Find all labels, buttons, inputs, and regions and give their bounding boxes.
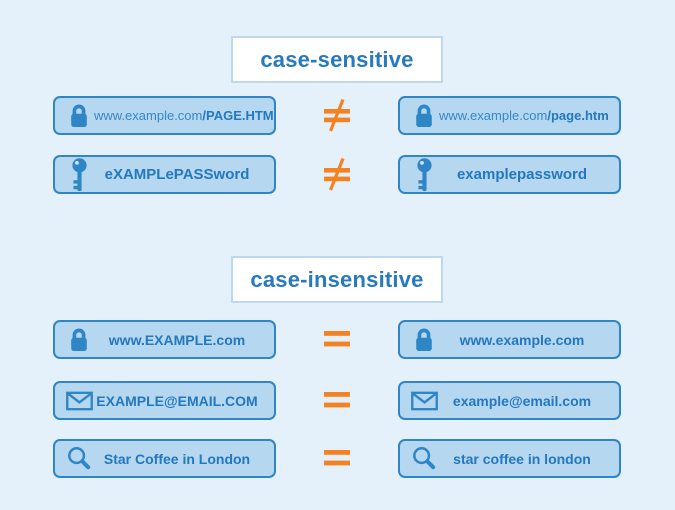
- lock-icon: [64, 102, 94, 130]
- email-lowercase-text: example@email.com: [452, 392, 592, 409]
- url-uppercase-box: www.example.com/PAGE.HTM: [53, 96, 276, 135]
- search-icon: [64, 446, 94, 471]
- password-lowercase-text: examplepassword: [456, 166, 588, 183]
- password-mixed-case-box: eXAMPLePASSword: [53, 155, 276, 194]
- domain-lowercase-box: www.example.com: [398, 320, 621, 359]
- case-sensitive-title-label: case-sensitive: [260, 46, 414, 72]
- key-icon: [64, 157, 94, 192]
- not-equal-sign: [323, 98, 351, 132]
- case-sensitive-title: case-sensitive: [231, 36, 443, 83]
- search-icon: [409, 446, 439, 471]
- domain-lowercase-text: www.example.com: [459, 331, 585, 348]
- key-icon: [409, 157, 439, 192]
- password-lowercase-box: examplepassword: [398, 155, 621, 194]
- search-uppercase-text: Star Coffee in London: [103, 450, 251, 467]
- domain-uppercase-box: www.EXAMPLE.com: [53, 320, 276, 359]
- domain-uppercase-text: www.EXAMPLE.com: [108, 331, 246, 348]
- not-equal-sign: [323, 157, 351, 191]
- email-uppercase-box: EXAMPLE@EMAIL.COM: [53, 381, 276, 420]
- lock-icon: [409, 326, 439, 354]
- mail-icon: [409, 391, 439, 411]
- search-uppercase-box: Star Coffee in London: [53, 439, 276, 478]
- case-insensitive-title: case-insensitive: [231, 256, 443, 303]
- url-lowercase-text: www.example.com/page.htm: [439, 108, 609, 123]
- mail-icon: [64, 391, 94, 411]
- search-lowercase-box: star coffee in london: [398, 439, 621, 478]
- equal-sign: [324, 450, 350, 466]
- email-uppercase-text: EXAMPLE@EMAIL.COM: [96, 392, 258, 409]
- lock-icon: [64, 326, 94, 354]
- search-lowercase-text: star coffee in london: [453, 450, 591, 467]
- url-uppercase-text: www.example.com/PAGE.HTM: [94, 108, 274, 123]
- equal-sign: [324, 331, 350, 347]
- lock-icon: [409, 102, 439, 130]
- equal-sign: [324, 392, 350, 408]
- url-lowercase-box: www.example.com/page.htm: [398, 96, 621, 135]
- email-lowercase-box: example@email.com: [398, 381, 621, 420]
- case-insensitive-title-label: case-insensitive: [250, 266, 424, 292]
- password-mixed-case-text: eXAMPLePASSword: [104, 166, 250, 183]
